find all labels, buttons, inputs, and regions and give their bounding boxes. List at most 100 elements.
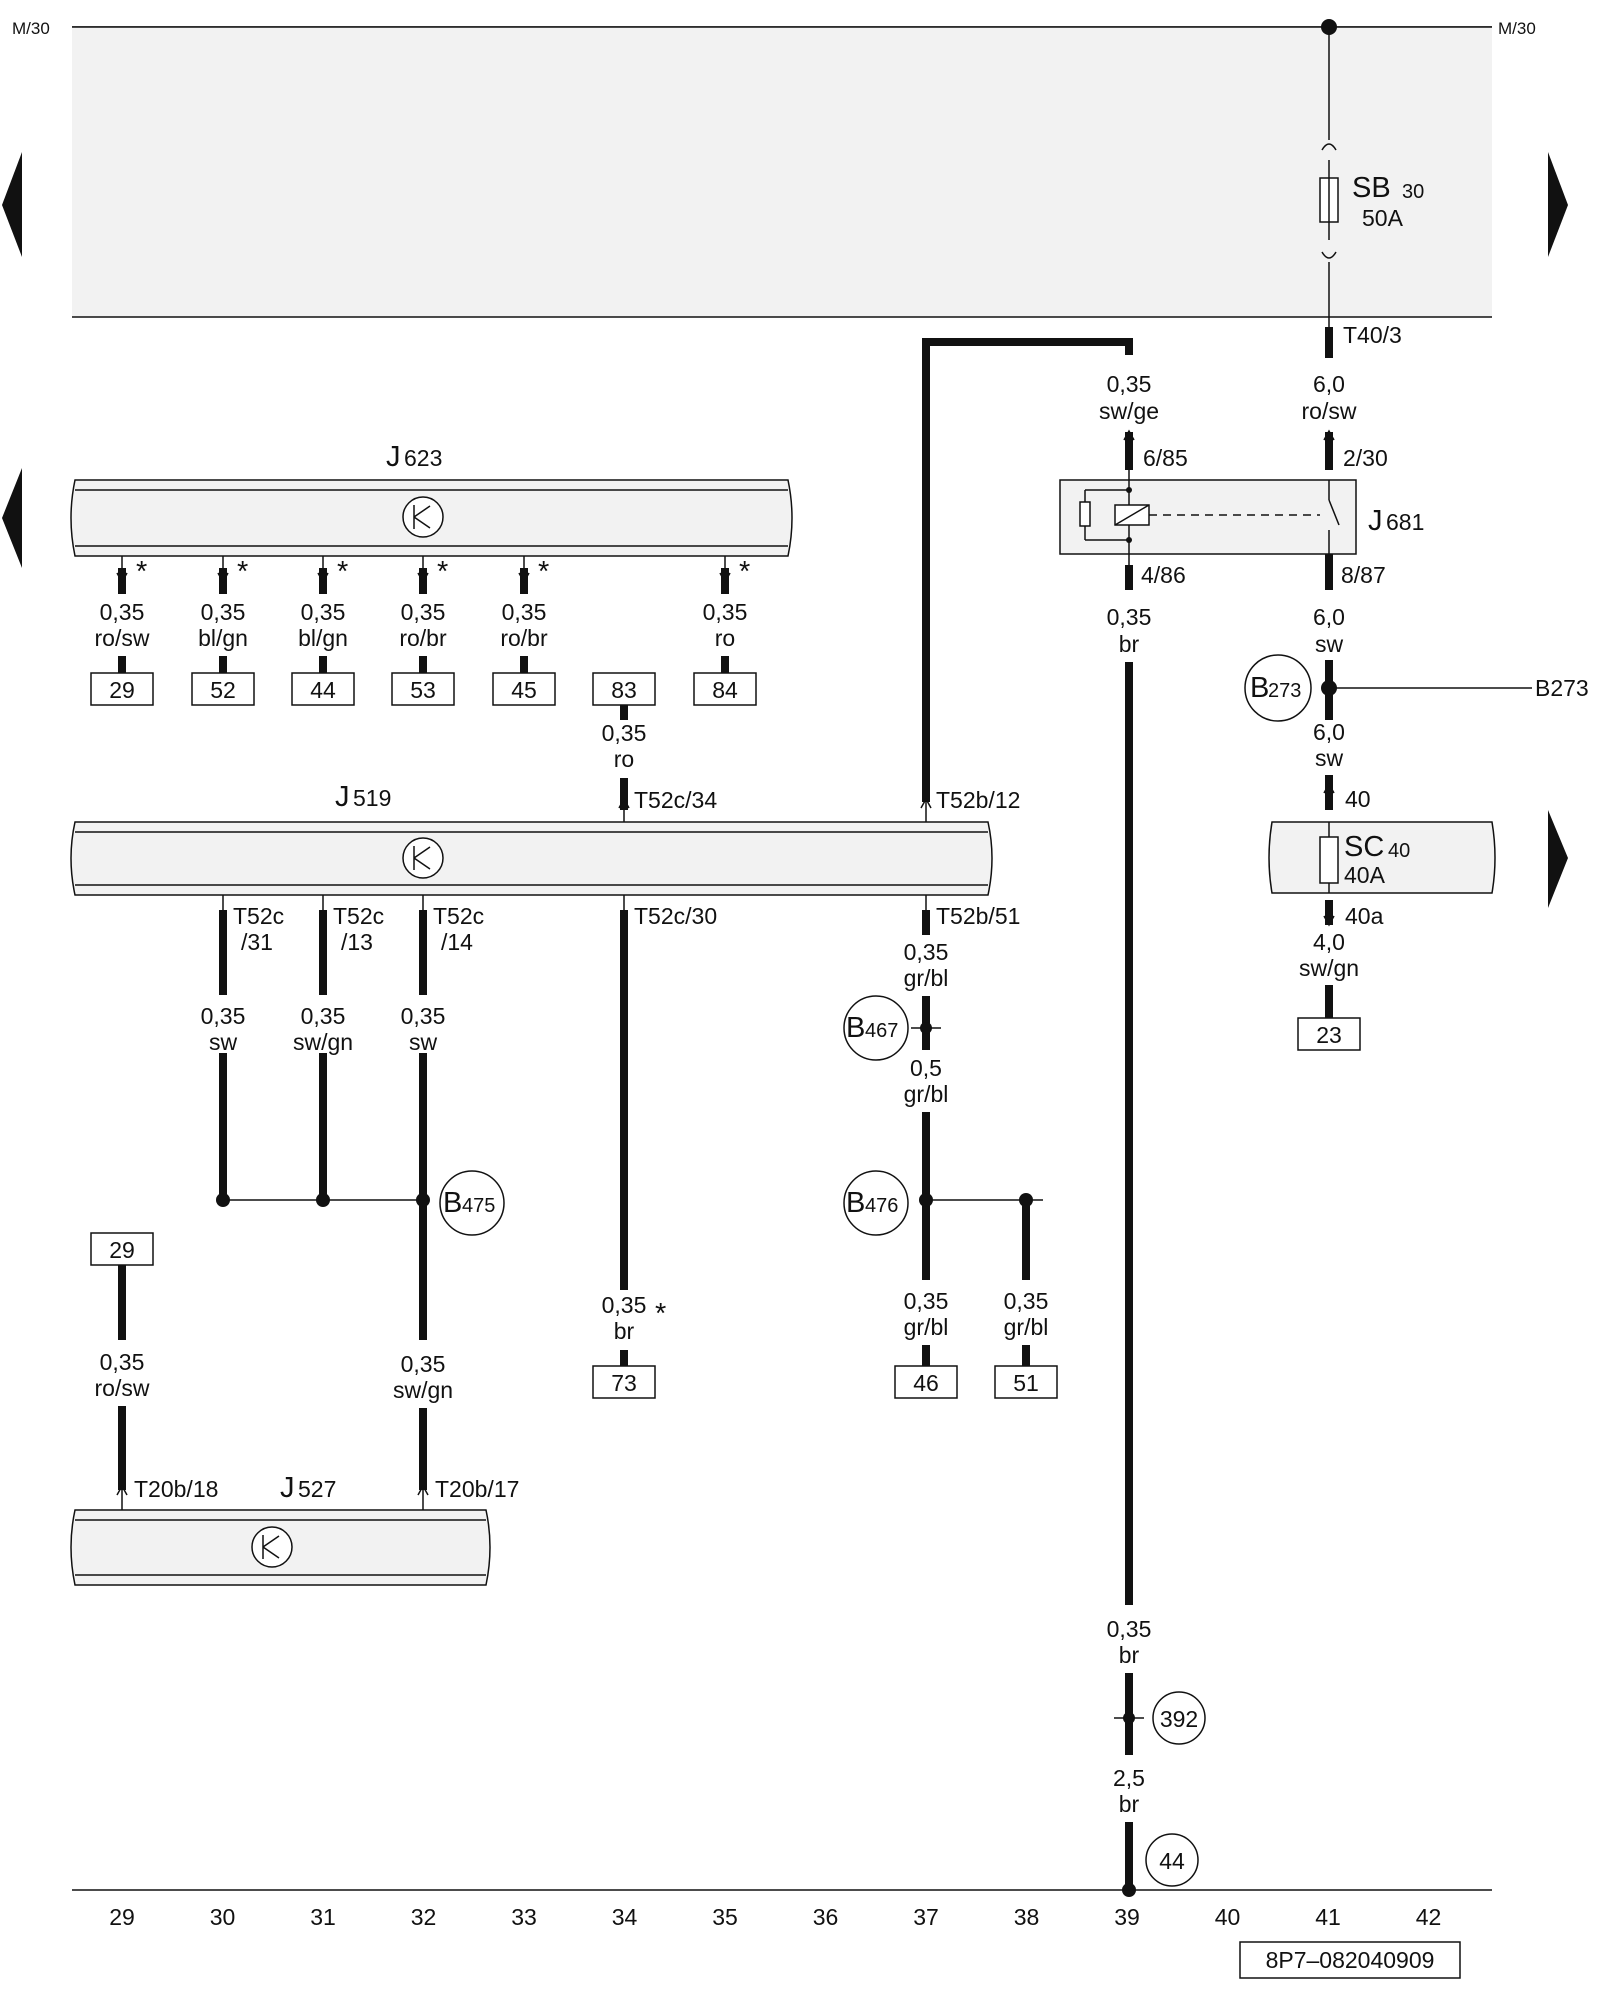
wire-color-31: sw/gn (293, 1029, 353, 1055)
j623-wire-size: 0,35 (703, 599, 748, 625)
track-number: 40 (1215, 1904, 1241, 1930)
ref-box-73 (592, 1365, 656, 1399)
track-number: 39 (1114, 1904, 1140, 1930)
j623-ref-label: 44 (310, 677, 336, 703)
fuse-sc-index: 40 (1388, 840, 1410, 862)
wire-size-38: 0,35 (1004, 1288, 1049, 1314)
pin-t20b-18: T20b/18 (134, 1476, 218, 1502)
wire-size-b273: 6,0 (1313, 719, 1345, 745)
unit-j519 (70, 821, 993, 896)
arrow-left-icon (2, 152, 22, 257)
relay-switch (1328, 499, 1340, 526)
b273-external-label: B273 (1535, 675, 1589, 701)
splice-b273-dot (1321, 680, 1337, 696)
relay-letter: J (1368, 505, 1383, 537)
wire-color-30: sw (209, 1029, 238, 1055)
splice-b467-index: 467 (865, 1020, 898, 1042)
j623-wire-color: bl/gn (198, 625, 248, 651)
wire-color-relay-86: br (1119, 631, 1140, 657)
track-number: 38 (1014, 1904, 1040, 1930)
wire-color-39b: br (1119, 1791, 1140, 1817)
track-number: 41 (1315, 1904, 1341, 1930)
j623-output-wires: *0,35ro/sw29*0,35bl/gn52*0,35bl/gn44*0,3… (90, 556, 757, 706)
j623-wire-color: ro/br (399, 625, 447, 651)
ref-box-73-label: 73 (611, 1370, 637, 1396)
pin-t52c-14-a: T52c (433, 903, 484, 929)
splice-b475-label: B (443, 1187, 462, 1219)
pin-t52c-30: T52c/30 (634, 903, 717, 929)
unit-j623-index: 623 (404, 445, 442, 471)
wire-size-relay-87: 6,0 (1313, 604, 1345, 630)
wire-size-34: 0,35 (602, 1292, 647, 1318)
j623-wire-color: ro/br (500, 625, 548, 651)
wire-color-32: sw (409, 1029, 438, 1055)
wire-size-39a: 0,35 (1107, 1616, 1152, 1642)
pin-t52c-31-a: T52c (233, 903, 284, 929)
ref-box-46-label: 46 (913, 1370, 939, 1396)
wire-color-37a: gr/bl (904, 965, 949, 991)
j623-wire-size: 0,35 (502, 599, 547, 625)
pin-relay-8-87: 8/87 (1341, 562, 1386, 588)
pin-t52c-31-b: /31 (241, 929, 273, 955)
track-number: 29 (109, 1904, 135, 1930)
arrow-right-icon (1548, 810, 1568, 908)
track-number: 30 (210, 1904, 236, 1930)
track-number: 35 (712, 1904, 738, 1930)
ground-44-icon (1145, 1833, 1199, 1887)
j623-mark: * (237, 556, 248, 588)
wire-color-sw-ge: sw/ge (1099, 398, 1159, 424)
fuse-sc40 (1319, 836, 1339, 884)
wire-size-29: 0,35 (100, 1349, 145, 1375)
j623-mark: * (136, 556, 147, 588)
arrow-left-icon (2, 468, 22, 568)
wire-size-32b: 0,35 (401, 1351, 446, 1377)
track-number: 32 (411, 1904, 437, 1930)
splice-b476-index: 476 (865, 1195, 898, 1217)
j623-wire-size: 0,35 (100, 599, 145, 625)
wire-color-sc-out: sw/gn (1299, 955, 1359, 981)
wire-size-t40: 6,0 (1313, 371, 1345, 397)
relay-index: 681 (1386, 509, 1424, 535)
pin-t52b-51: T52b/51 (936, 903, 1020, 929)
pin-relay-6-85: 6/85 (1143, 445, 1188, 471)
unit-j527-icon (251, 1526, 293, 1568)
track-number: 37 (913, 1904, 939, 1930)
wire-size-sw-ge: 0,35 (1107, 371, 1152, 397)
pin-relay-2-30: 2/30 (1343, 445, 1388, 471)
track-number: 31 (310, 1904, 336, 1930)
j623-mark: * (739, 556, 750, 588)
pin-relay-4-86: 4/86 (1141, 562, 1186, 588)
ref-box-29-lower-label: 29 (109, 1237, 135, 1263)
j623-mark: * (437, 556, 448, 588)
j623-ref-label: 45 (511, 677, 537, 703)
wire-color-83: ro (614, 746, 634, 772)
track-number: 34 (612, 1904, 638, 1930)
pin-sc-40a: 40a (1345, 903, 1384, 929)
fuse-sb-rating: 50A (1362, 205, 1404, 231)
splice-b475-index: 475 (462, 1195, 495, 1217)
wire-size-32: 0,35 (401, 1003, 446, 1029)
footer-code-box (1239, 1941, 1461, 1979)
fuse-sc-rating: 40A (1344, 862, 1386, 888)
wire-size-37c: 0,35 (904, 1288, 949, 1314)
j623-ref-label: 29 (109, 677, 135, 703)
pin-t52c-13-a: T52c (333, 903, 384, 929)
wire-size-31: 0,35 (301, 1003, 346, 1029)
fuse-sb-name: SB (1352, 172, 1391, 204)
j623-ref-box (90, 672, 154, 706)
unit-j623-letter: J (386, 441, 401, 473)
wire-sw-ge (922, 338, 1133, 802)
j623-mark: * (538, 556, 549, 588)
splice-b273-index: 273 (1268, 680, 1301, 702)
j623-mark: * (337, 556, 348, 588)
ref-box-23-label: 23 (1316, 1022, 1342, 1048)
j623-ref-box (191, 672, 255, 706)
splice-b273-label: B (1250, 672, 1269, 704)
pin-t52c-13-b: /13 (341, 929, 373, 955)
fuse-sc-name: SC (1344, 831, 1384, 863)
fuse-sb-index: 30 (1402, 181, 1424, 203)
unit-j623-icon (402, 496, 444, 538)
j623-wire-size: 0,35 (401, 599, 446, 625)
wire-color-relay-87: sw (1315, 631, 1344, 657)
